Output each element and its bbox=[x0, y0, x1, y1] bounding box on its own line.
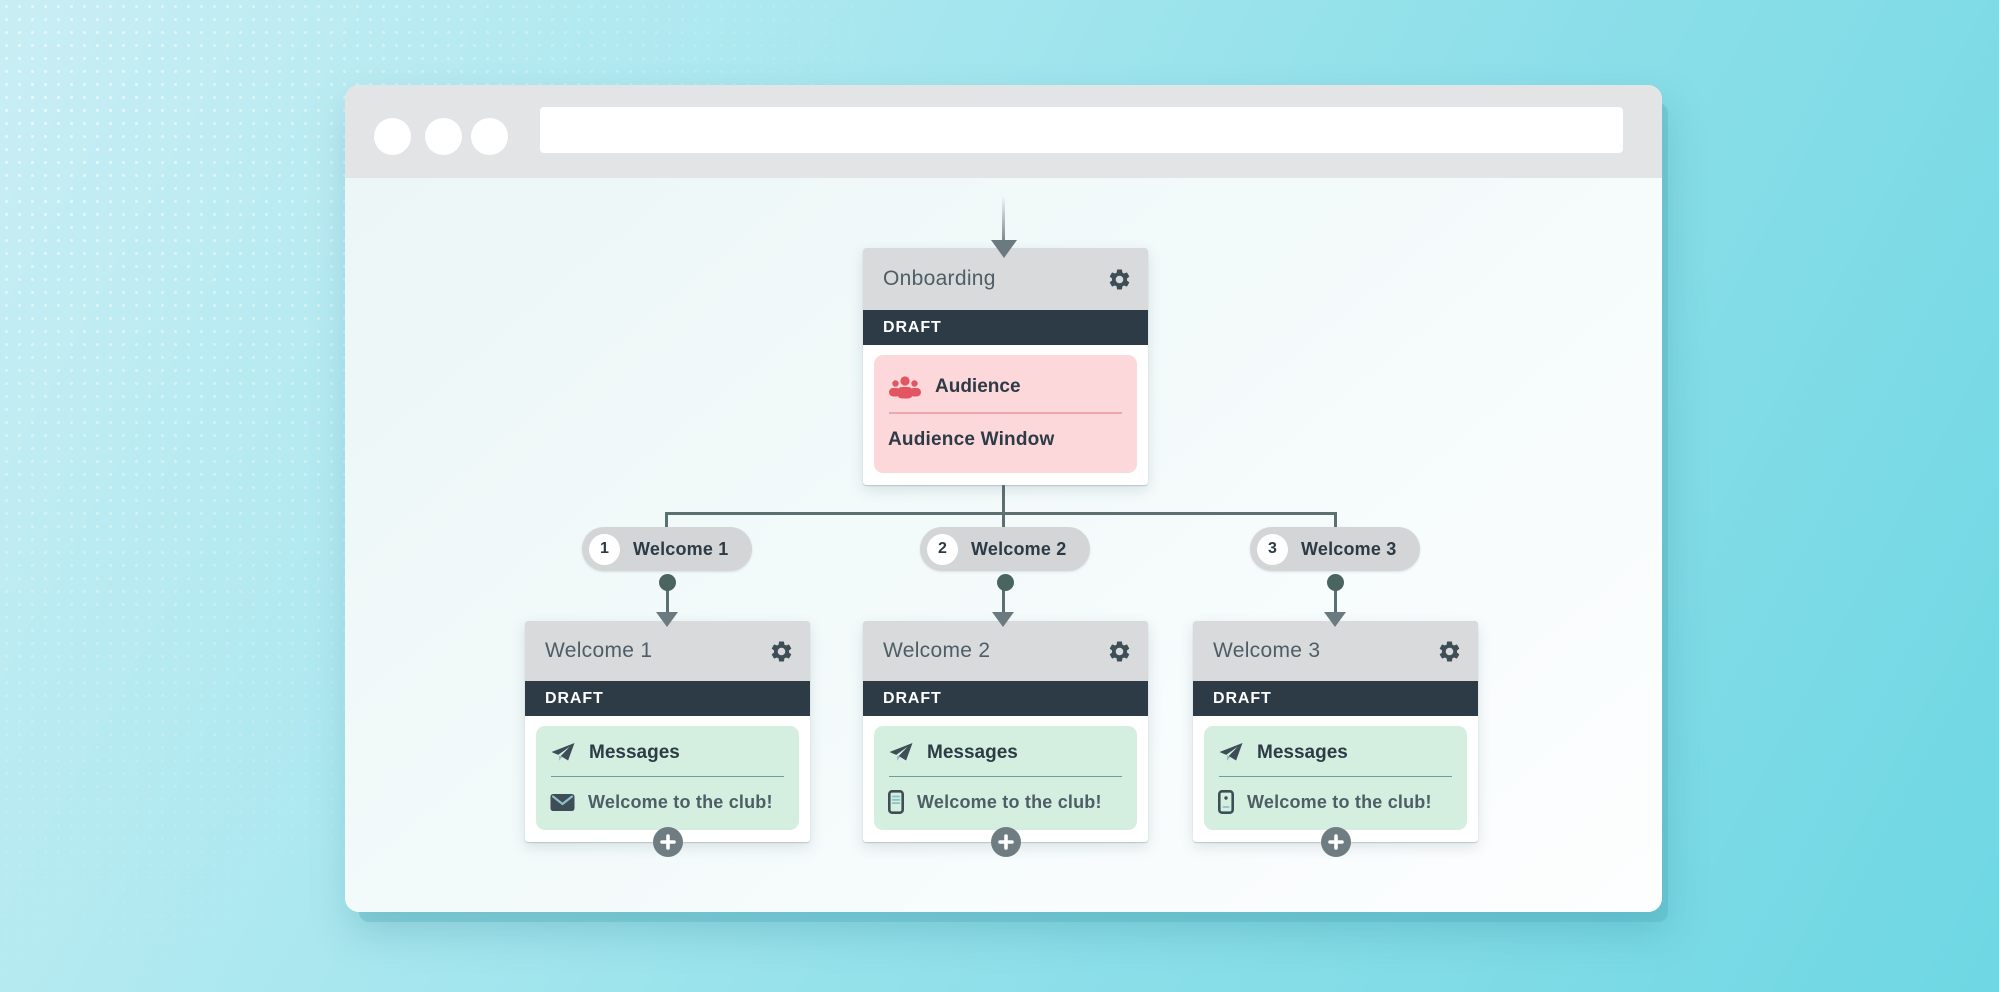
plus-icon bbox=[997, 834, 1014, 850]
branch-pill-welcome-1[interactable]: 1 Welcome 1 bbox=[582, 527, 752, 571]
branch-pill-label: Welcome 2 bbox=[971, 538, 1067, 559]
phone-icon bbox=[1218, 790, 1234, 814]
status-badge: DRAFT bbox=[863, 310, 1148, 345]
plus-icon bbox=[659, 834, 676, 850]
add-step-button[interactable] bbox=[652, 827, 683, 857]
branch-number-badge: 3 bbox=[1257, 533, 1288, 565]
card-title: Welcome 2 bbox=[883, 639, 991, 662]
card-body: Messages Welcome to the club! bbox=[525, 716, 810, 842]
window-control-button[interactable] bbox=[374, 118, 411, 155]
audience-section[interactable]: Audience Audience Window bbox=[874, 355, 1137, 473]
card-body: Messages Welcome to the club! bbox=[863, 716, 1148, 842]
gear-icon[interactable] bbox=[1107, 639, 1132, 664]
status-badge: DRAFT bbox=[525, 681, 810, 716]
onboarding-card: Onboarding DRAFT bbox=[863, 248, 1148, 485]
card-title: Onboarding bbox=[883, 267, 996, 290]
divider bbox=[1219, 776, 1452, 777]
status-badge: DRAFT bbox=[863, 681, 1148, 716]
branch-number-badge: 2 bbox=[927, 533, 958, 565]
arrow-down-icon bbox=[1324, 612, 1346, 627]
divider bbox=[551, 776, 784, 777]
branch-connector-line bbox=[666, 590, 669, 615]
connector-node-dot bbox=[997, 574, 1014, 591]
add-step-button[interactable] bbox=[1320, 827, 1351, 857]
card-header: Welcome 3 bbox=[1193, 621, 1478, 681]
divider bbox=[889, 412, 1122, 414]
add-step-button[interactable] bbox=[990, 827, 1021, 857]
section-label: Messages bbox=[589, 742, 680, 763]
branch-connector-line bbox=[665, 512, 668, 529]
url-bar[interactable] bbox=[540, 107, 1623, 153]
branch-connector-line bbox=[665, 512, 1337, 515]
card-header: Welcome 1 bbox=[525, 621, 810, 681]
divider bbox=[889, 776, 1122, 777]
connector-node-dot bbox=[1327, 574, 1344, 591]
entry-connector-line bbox=[1002, 196, 1005, 243]
arrow-down-icon bbox=[991, 240, 1017, 258]
section-label: Messages bbox=[1257, 742, 1348, 763]
branch-pill-label: Welcome 3 bbox=[1301, 538, 1397, 559]
gear-icon[interactable] bbox=[769, 639, 794, 664]
window-control-button[interactable] bbox=[471, 118, 508, 155]
browser-window: Onboarding DRAFT bbox=[345, 85, 1662, 912]
card-title: Welcome 3 bbox=[1213, 639, 1321, 662]
messages-section[interactable]: Messages Welcome to the club! bbox=[874, 726, 1137, 830]
gear-icon[interactable] bbox=[1107, 267, 1132, 292]
welcome-3-card: Welcome 3 DRAFT Messages bbox=[1193, 621, 1478, 857]
paper-plane-icon bbox=[550, 741, 576, 765]
branch-connector-line bbox=[1334, 590, 1337, 615]
paper-plane-icon bbox=[888, 741, 914, 765]
branch-connector-line bbox=[1002, 590, 1005, 615]
card-body: Audience Audience Window bbox=[863, 345, 1148, 485]
section-label: Messages bbox=[927, 742, 1018, 763]
message-item-label: Welcome to the club! bbox=[1247, 791, 1432, 812]
card-title: Welcome 1 bbox=[545, 639, 653, 662]
messages-section[interactable]: Messages Welcome to the club! bbox=[536, 726, 799, 830]
paper-plane-icon bbox=[1218, 741, 1244, 765]
branch-number-badge: 1 bbox=[589, 533, 620, 565]
branch-pill-welcome-3[interactable]: 3 Welcome 3 bbox=[1250, 527, 1420, 571]
status-badge: DRAFT bbox=[1193, 681, 1478, 716]
welcome-2-card: Welcome 2 DRAFT Messages bbox=[863, 621, 1148, 857]
branch-pill-welcome-2[interactable]: 2 Welcome 2 bbox=[920, 527, 1090, 571]
arrow-down-icon bbox=[992, 612, 1014, 627]
connector-node-dot bbox=[659, 574, 676, 591]
section-label: Audience bbox=[935, 375, 1021, 397]
envelope-icon bbox=[550, 793, 575, 812]
root-connector-line bbox=[1002, 473, 1005, 515]
branch-connector-line bbox=[1002, 512, 1005, 529]
branch-pill-label: Welcome 1 bbox=[633, 538, 729, 559]
message-item-label: Welcome to the club! bbox=[588, 791, 773, 812]
arrow-down-icon bbox=[656, 612, 678, 627]
section-item-label: Audience Window bbox=[888, 428, 1055, 450]
card-header: Welcome 2 bbox=[863, 621, 1148, 681]
flow-canvas: Onboarding DRAFT bbox=[345, 178, 1662, 912]
card-header: Onboarding bbox=[863, 248, 1148, 310]
message-item-label: Welcome to the club! bbox=[917, 791, 1102, 812]
browser-titlebar bbox=[345, 85, 1662, 178]
phone-icon bbox=[888, 790, 904, 814]
gear-icon[interactable] bbox=[1437, 639, 1462, 664]
welcome-1-card: Welcome 1 DRAFT Messages bbox=[525, 621, 810, 857]
window-control-button[interactable] bbox=[425, 118, 462, 155]
messages-section[interactable]: Messages Welcome to the club! bbox=[1204, 726, 1467, 830]
card-body: Messages Welcome to the club! bbox=[1193, 716, 1478, 842]
plus-icon bbox=[1327, 834, 1344, 850]
branch-connector-line bbox=[1334, 512, 1337, 529]
users-icon bbox=[888, 374, 922, 400]
